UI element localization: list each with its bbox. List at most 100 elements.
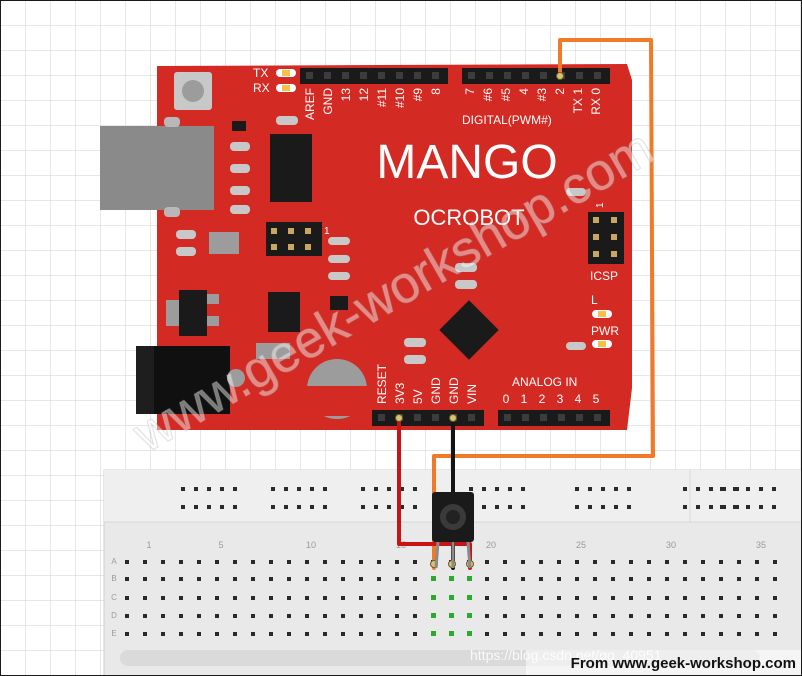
- header-body: [498, 410, 610, 426]
- pin-label: RX 0: [589, 88, 603, 115]
- header-pin: [378, 414, 385, 421]
- pin-label: 12: [357, 88, 371, 102]
- column-number: 35: [756, 540, 766, 550]
- header-pin: [576, 72, 583, 79]
- digital-right-labels: 7 #6 #5 4 #3 2 TX 1 RX 0: [463, 88, 603, 115]
- header-pin: [360, 72, 367, 79]
- header-pin: [540, 72, 547, 79]
- credit-text: From www.geek-workshop.com: [571, 655, 796, 672]
- pin-label: 5V: [411, 389, 425, 404]
- digital-left-labels: AREF GND 13 12 #11 #10 #9 8: [303, 88, 443, 120]
- pin-label: #6: [481, 88, 495, 102]
- header-body: [462, 68, 610, 84]
- header-pin: [522, 72, 529, 79]
- header-pin: [396, 72, 403, 79]
- icsp-header: [588, 212, 624, 264]
- board-title: MANGO: [376, 136, 557, 189]
- analog-pin-label: 3: [557, 392, 564, 406]
- header-pin: [432, 72, 439, 79]
- header-pin: [504, 72, 511, 79]
- column-number: 20: [486, 540, 496, 550]
- pin-label: #3: [535, 88, 549, 102]
- pin-label: 13: [339, 88, 353, 102]
- analog-pin-label: 0: [503, 392, 510, 406]
- column-number: 10: [306, 540, 316, 550]
- digital-header-left: [300, 68, 448, 84]
- header-pin: [414, 72, 421, 79]
- header-pin: [306, 72, 313, 79]
- header-body: [372, 410, 484, 426]
- header-body: [300, 68, 448, 84]
- icsp-label: ICSP: [590, 269, 618, 283]
- header-pin: [486, 72, 493, 79]
- credit-bar: [526, 650, 802, 676]
- pin-label: #5: [499, 88, 513, 102]
- row-letter: C: [111, 593, 117, 602]
- row-letter: D: [111, 611, 117, 620]
- arduino-board: 1 1 ICSP L PWR TX RX MANGO OCROBOT DIGIT…: [100, 64, 632, 430]
- highlighted-holes: [431, 576, 472, 636]
- analog-pin-label: 4: [575, 392, 582, 406]
- pin-label: AREF: [303, 88, 317, 120]
- digital-label: DIGITAL(PWM#): [462, 113, 552, 127]
- header-pin: [414, 414, 421, 421]
- header-pin: [432, 414, 439, 421]
- header-pin: [594, 72, 601, 79]
- analog-pin-label: 2: [539, 392, 546, 406]
- row-letter: A: [111, 557, 117, 566]
- power-header: [372, 410, 484, 426]
- analog-pin-label: 5: [593, 392, 600, 406]
- power-labels: RESET 3V3 5V GND GND VIN: [375, 363, 479, 404]
- header-pin: [576, 414, 583, 421]
- tx-label: TX: [253, 66, 268, 80]
- analog-label: ANALOG IN: [512, 375, 577, 389]
- pwr-label: PWR: [591, 324, 619, 338]
- rx-label: RX: [253, 81, 270, 95]
- pin-label: 4: [517, 88, 531, 95]
- column-number: 1: [146, 540, 151, 550]
- row-letter: E: [111, 629, 116, 638]
- header-pin: [468, 414, 475, 421]
- column-number: 25: [576, 540, 586, 550]
- header-pin: [504, 414, 511, 421]
- row-letters: AB CDE: [111, 557, 117, 638]
- pin-label: 7: [463, 88, 477, 95]
- pin-label: 2: [553, 88, 567, 95]
- header-pin1-label: 1: [324, 226, 330, 237]
- pin-label: #11: [375, 88, 389, 107]
- header-2x3: [266, 222, 322, 256]
- pin-label: TX 1: [571, 88, 585, 114]
- wire-orange-signal: [432, 38, 655, 570]
- analog-header: [498, 410, 610, 426]
- pin-label: GND: [321, 88, 335, 115]
- pin-label: #10: [393, 88, 407, 108]
- pin-label: 8: [429, 88, 443, 95]
- header-pin: [378, 72, 385, 79]
- pin-label: GND: [429, 377, 443, 404]
- header-pin: [522, 414, 529, 421]
- header-pin: [558, 414, 565, 421]
- ir-receiver: [432, 492, 474, 569]
- pin-label: 3V3: [393, 382, 407, 404]
- analog-pin-label: 1: [521, 392, 528, 406]
- chip-regulator: [270, 134, 312, 202]
- l-label: L: [591, 293, 598, 307]
- pin-label: VIN: [465, 384, 479, 404]
- column-number: 30: [666, 540, 676, 550]
- row-letter: B: [111, 574, 116, 583]
- digital-header-right: [462, 68, 610, 84]
- pin-label: #9: [411, 88, 425, 102]
- icsp-pin1-label: 1: [595, 202, 606, 208]
- board-subtitle: OCROBOT: [413, 205, 524, 230]
- usb-port: [100, 126, 214, 210]
- pin-label: GND: [447, 377, 461, 404]
- header-pin: [468, 72, 475, 79]
- pin-label: RESET: [375, 363, 389, 404]
- terminal-holes: [125, 560, 777, 636]
- mcu-chip: [439, 300, 499, 360]
- header-pin: [342, 72, 349, 79]
- column-number: 5: [218, 540, 223, 550]
- header-pin: [324, 72, 331, 79]
